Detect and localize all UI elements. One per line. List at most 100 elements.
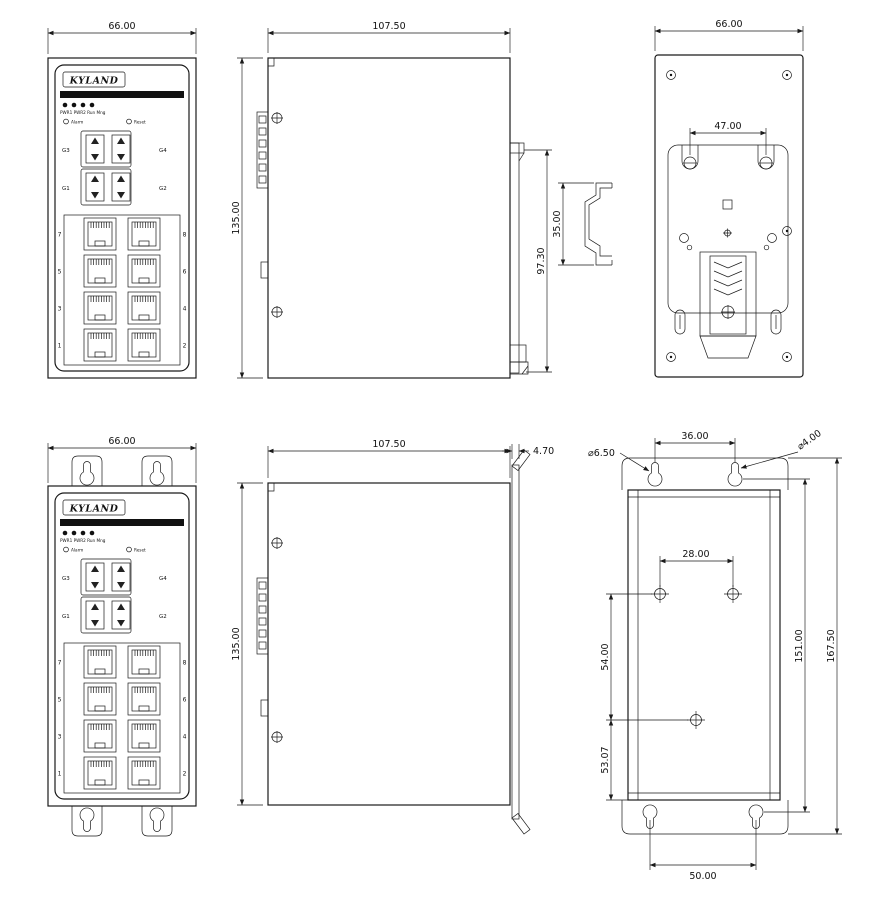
reset-button [126, 118, 132, 125]
sfp-label-bottom-right: G2 [159, 614, 167, 620]
port-number: 1 [58, 343, 62, 350]
wall-plate-ear-bottom [621, 800, 789, 835]
dim-side-din-width: 107.50 [267, 21, 511, 53]
led-labels: PWR1 PWR2 Run Mng [60, 538, 106, 543]
keyhole-slot [149, 807, 165, 832]
dim-label: 66.00 [715, 19, 742, 30]
brand-logo: KYLAND [69, 76, 119, 87]
front-panel: KYLAND PWR1 PWR2 Run Mng Alarm Reset G3 … [54, 492, 190, 800]
front-panel-slot-din: KYLAND PWR1 PWR2 Run Mng Alarm Reset G3 … [54, 64, 190, 372]
dim-screw-spacing: 28.00 [659, 549, 734, 587]
view-front-din: 66.00 KYLAND PWR1 PWR2 Run Mng Alarm Res… [47, 21, 197, 379]
sfp-cage-top [80, 558, 132, 596]
dim-label: 135.00 [231, 627, 242, 660]
front-panel: KYLAND PWR1 PWR2 Run Mng Alarm Reset G3 … [54, 64, 190, 372]
keyhole-slot [79, 807, 95, 832]
dim-label: ⌀6.50 [588, 448, 615, 459]
center-screw [723, 228, 732, 238]
reset-label: Reset [134, 120, 146, 125]
mount-screw-hole [687, 711, 705, 729]
port-number: 1 [58, 771, 62, 778]
rj45-block [63, 642, 181, 794]
din-clip-assembly [699, 251, 757, 359]
dim-rear-din-width: 66.00 [654, 19, 804, 51]
mount-screw-hole [724, 585, 742, 603]
reset-button [126, 546, 132, 553]
sfp-label-bottom-right: G2 [159, 186, 167, 192]
wall-ears-bottom [71, 806, 173, 837]
keyhole-slot [727, 462, 743, 487]
panel-divider-bar [60, 519, 184, 526]
keyhole-slot [647, 462, 663, 487]
dim-label: 36.00 [681, 431, 708, 442]
keyhole-slot [79, 461, 95, 486]
dim-overall-height: 167.50 [788, 457, 842, 835]
dim-upper-screw-span: 54.00 [600, 593, 688, 721]
dim-label: 97.30 [536, 247, 547, 274]
panel-screw-top [271, 112, 283, 124]
led-labels: PWR1 PWR2 Run Mng [60, 110, 106, 115]
case-outline [47, 57, 197, 379]
dim-side-din-height: 135.00 [231, 57, 263, 379]
dim-label: 107.50 [372, 21, 405, 32]
dim-label: 66.00 [108, 21, 135, 32]
port-number: 8 [183, 232, 187, 239]
pilot-holes-right [763, 233, 777, 251]
case-outline [47, 485, 197, 807]
sfp-label-top-left: G3 [62, 148, 70, 154]
sfp-cage-bottom [80, 168, 132, 206]
sfp-cage-bottom [80, 596, 132, 634]
port-number: 6 [183, 269, 187, 276]
case-side-outline [267, 57, 511, 379]
reset-label: Reset [134, 548, 146, 553]
dim-keyhole-span: 151.00 [743, 478, 810, 813]
port-number: 2 [183, 771, 187, 778]
rear-case-outline [654, 54, 804, 378]
bracket-screw-right [757, 145, 775, 170]
dim-front-wall-width: 66.00 [47, 436, 197, 483]
case-side-outline [267, 482, 511, 806]
din-rail-profile [584, 182, 613, 266]
bezel-step [268, 58, 275, 67]
view-rear-din: 66.00 47.00 [654, 19, 804, 378]
dim-clip-span: 97.30 [524, 149, 552, 373]
keyhole-slot [149, 461, 165, 486]
port-number: 4 [183, 306, 187, 313]
view-side-wall: 107.50 4.70 135.00 [231, 439, 554, 835]
panel-screw-top [271, 537, 283, 549]
alarm-led [63, 118, 69, 125]
port-number: 4 [183, 734, 187, 741]
terminal-block [256, 577, 269, 655]
sfp-cage-top [80, 130, 132, 168]
dim-front-din-width: 66.00 [47, 21, 197, 54]
port-number: 5 [58, 697, 62, 704]
dim-label: 107.50 [372, 439, 405, 450]
brand-logo: KYLAND [69, 504, 119, 515]
status-leds [62, 530, 95, 536]
sfp-label-top-right: G4 [159, 576, 167, 582]
dim-bottom-keyhole-spacing: 50.00 [649, 820, 757, 882]
panel-screw-bottom [271, 731, 283, 743]
dim-label: ⌀4.00 [795, 428, 823, 452]
port-number: 6 [183, 697, 187, 704]
dim-label: 167.50 [826, 629, 837, 662]
din-bracket-plate [667, 144, 789, 314]
status-leds [62, 102, 95, 108]
side-tab [260, 699, 269, 717]
view-side-din: 107.50 135.00 [231, 21, 613, 379]
dim-label: 50.00 [689, 871, 716, 882]
side-slots [674, 309, 782, 335]
dim-bracket-screw-spacing: 47.00 [689, 121, 767, 155]
pilot-holes-left [679, 233, 693, 251]
view-front-wall: 66.00 KYLAND PWR1 PWR2 Run Mng Alarm R [47, 436, 197, 837]
bezel-step [268, 483, 275, 492]
brand-box [62, 499, 126, 516]
sfp-label-bottom-left: G1 [62, 186, 70, 192]
case-screws [666, 70, 792, 362]
port-number: 3 [58, 306, 62, 313]
dim-label: 28.00 [682, 549, 709, 560]
rj45-block [63, 214, 181, 366]
panel-divider-bar [60, 91, 184, 98]
